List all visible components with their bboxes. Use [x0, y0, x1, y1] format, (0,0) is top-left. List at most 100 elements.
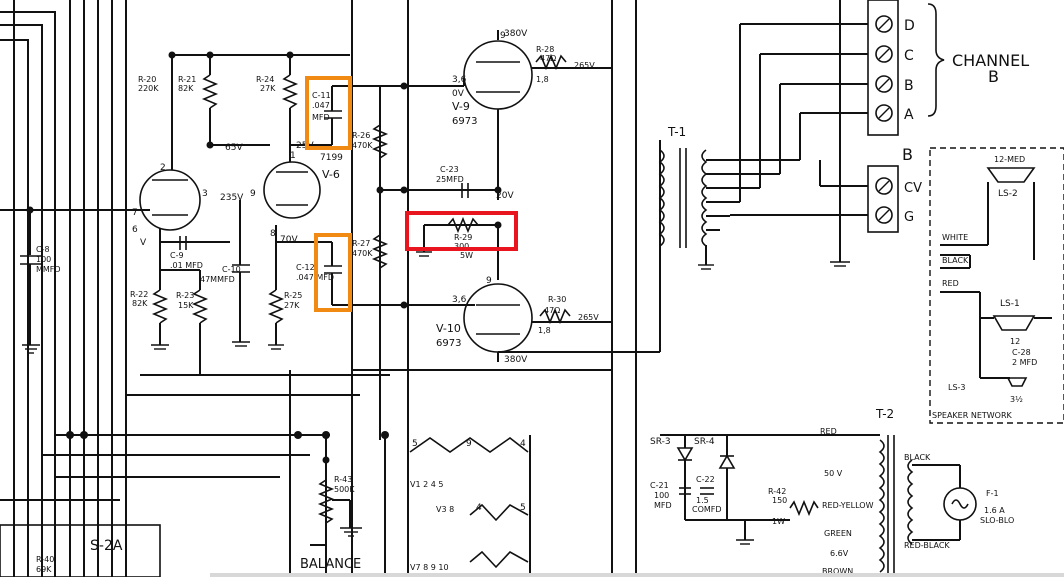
c21-unit: MFD	[654, 501, 672, 510]
c28-value: 2 MFD	[1012, 358, 1037, 367]
v10-type: 6973	[436, 338, 461, 349]
sr4-label: SR-4	[694, 437, 715, 447]
r21-label: R-21	[178, 75, 196, 84]
r26-value: 470K	[352, 141, 373, 150]
heater-string: 5 9 4 V1 2 4 5 4 5 V3 8 V7 8 9 10	[407, 435, 531, 577]
ls1-label: LS-1	[1000, 299, 1020, 309]
v10-pin-18: 1,8	[538, 326, 551, 335]
heater-label-2: V3 8	[436, 505, 454, 514]
wire-red: RED	[942, 279, 959, 288]
v6-voltage-235: 235V	[220, 193, 244, 203]
tube-v6: 2 3 1 7 6 8 9 65V 235V 25V 70V 7199 V-6 …	[132, 141, 343, 248]
v9-plate-voltage: 380V	[504, 29, 528, 39]
c22-value: 1.5	[696, 496, 709, 505]
r29-label: R-29	[454, 233, 472, 242]
v6-pin-1: 1	[290, 151, 296, 161]
power-supply: SR-3 SR-4 C-21 100 MFD C-22 1.5 COMFD R-…	[650, 407, 1014, 577]
resistors-r20-r21: R-20 220K R-21 82K	[138, 51, 350, 170]
fuse-value: 1.6 A	[984, 506, 1005, 515]
heater-pin-5: 5	[412, 439, 418, 449]
v6-voltage-65: 65V	[225, 143, 243, 153]
r24-value: 27K	[260, 84, 276, 93]
balance-label: BALANCE	[300, 557, 361, 572]
r28-label: R-28	[536, 45, 554, 54]
t1-label: T-1	[667, 125, 686, 139]
capacitor-c11: C-11 .047 MFD	[290, 85, 400, 146]
terminal-cv: CV	[904, 181, 922, 196]
r43-value: 500K	[334, 485, 355, 494]
t2-tap-6v: 6.6V	[830, 549, 849, 558]
t2-tap-50v: 50 V	[824, 469, 843, 478]
r30-value: 47Ω	[544, 306, 560, 315]
ls2-size: 12-MED	[994, 155, 1025, 164]
c10-label: C-10	[222, 265, 241, 274]
wire-black: BLACK	[942, 256, 969, 265]
ls2-label: LS-2	[998, 189, 1018, 199]
r20-value: 220K	[138, 84, 159, 93]
s2a-label: S-2A	[90, 538, 123, 554]
heater-label-3: V7 8 9 10	[410, 563, 449, 572]
sr3-label: SR-3	[650, 437, 671, 447]
v6-pin-9: 9	[250, 189, 256, 199]
v9-pin-18: 1,8	[536, 75, 549, 84]
r27-value: 470K	[352, 249, 373, 258]
highlight-c11	[305, 76, 352, 150]
wire-white: WHITE	[942, 233, 968, 242]
v6-pin-6: 6	[132, 225, 138, 235]
channel-letter: B	[988, 67, 999, 86]
heater-pin-5b: 5	[520, 503, 526, 513]
r42-label: R-42	[768, 487, 786, 496]
t2-wire-red-black: RED-BLACK	[904, 541, 950, 550]
c23-value: 25MFD	[436, 175, 464, 184]
ls3-size: 3½	[1010, 395, 1023, 404]
r40-label: R-40	[36, 555, 54, 564]
v10-plate-voltage: 380V	[504, 355, 528, 365]
terminal-g: G	[904, 210, 914, 225]
v6-pin-2: 2	[160, 163, 166, 173]
c8-value: 100	[36, 255, 51, 264]
r25-label: R-25	[284, 291, 302, 300]
c11-unit: MFD	[312, 113, 330, 122]
r24-label: R-24	[256, 75, 274, 84]
t2-wire-red-yellow: RED-YELLOW	[822, 501, 874, 510]
v6-pin-7: 7	[132, 208, 138, 218]
r43-label: R-43	[334, 475, 352, 484]
v9-type: 6973	[452, 116, 477, 127]
highlight-c12	[314, 233, 352, 312]
terminal-b: B	[904, 78, 914, 94]
r28-voltage: 265V	[574, 61, 595, 70]
tube-v10: 9 3,6 V-10 6973 380V R-30 47Ω 265V 1,8	[436, 276, 660, 365]
bottom-edge-strip	[210, 573, 1064, 577]
t2-label: T-2	[875, 407, 894, 421]
v6-voltage-70: 70V	[280, 235, 298, 245]
heater-pin-4a: 4	[520, 439, 526, 449]
c12-label: C-12	[296, 263, 315, 272]
t2-wire-green: GREEN	[824, 529, 852, 538]
r30-voltage: 265V	[578, 313, 599, 322]
v9-plate-pin: 9	[500, 31, 506, 41]
c28-label: C-28	[1012, 348, 1031, 357]
r22-value: 82K	[132, 299, 148, 308]
c22-label: C-22	[696, 475, 715, 484]
fuse-label: F-1	[986, 489, 999, 498]
v9-grid-pin: 3,6	[452, 75, 467, 85]
c21-value: 100	[654, 491, 669, 500]
v10-name: V-10	[436, 322, 461, 335]
c23-voltage: 20V	[496, 191, 514, 201]
c8-unit: MMFD	[36, 265, 61, 274]
balance-potentiometer: R-43 500K BALANCE	[300, 456, 362, 572]
transformer-t1: T-1	[658, 125, 800, 270]
capacitor-c8: C-8 100 MMFD	[20, 206, 61, 354]
c11-value: .047	[312, 101, 330, 110]
v9-cathode-voltage: 0V	[452, 89, 465, 99]
r30-label: R-30	[548, 295, 566, 304]
cathode-network: C-23 25MFD 20V R-29 300 5W	[416, 165, 514, 280]
c9-value: .01 MFD	[170, 261, 203, 270]
r29-wattage: 5W	[460, 251, 473, 260]
tube-v9: 9 380V 3,6 0V V-9 6973 R-28 47Ω 265V 1,8	[400, 29, 612, 200]
c21-label: C-21	[650, 481, 669, 490]
v10-grid-pin: 3,6	[452, 295, 467, 305]
speaker-network-label: SPEAKER NETWORK	[932, 411, 1013, 420]
r23-label: R-23	[176, 291, 194, 300]
